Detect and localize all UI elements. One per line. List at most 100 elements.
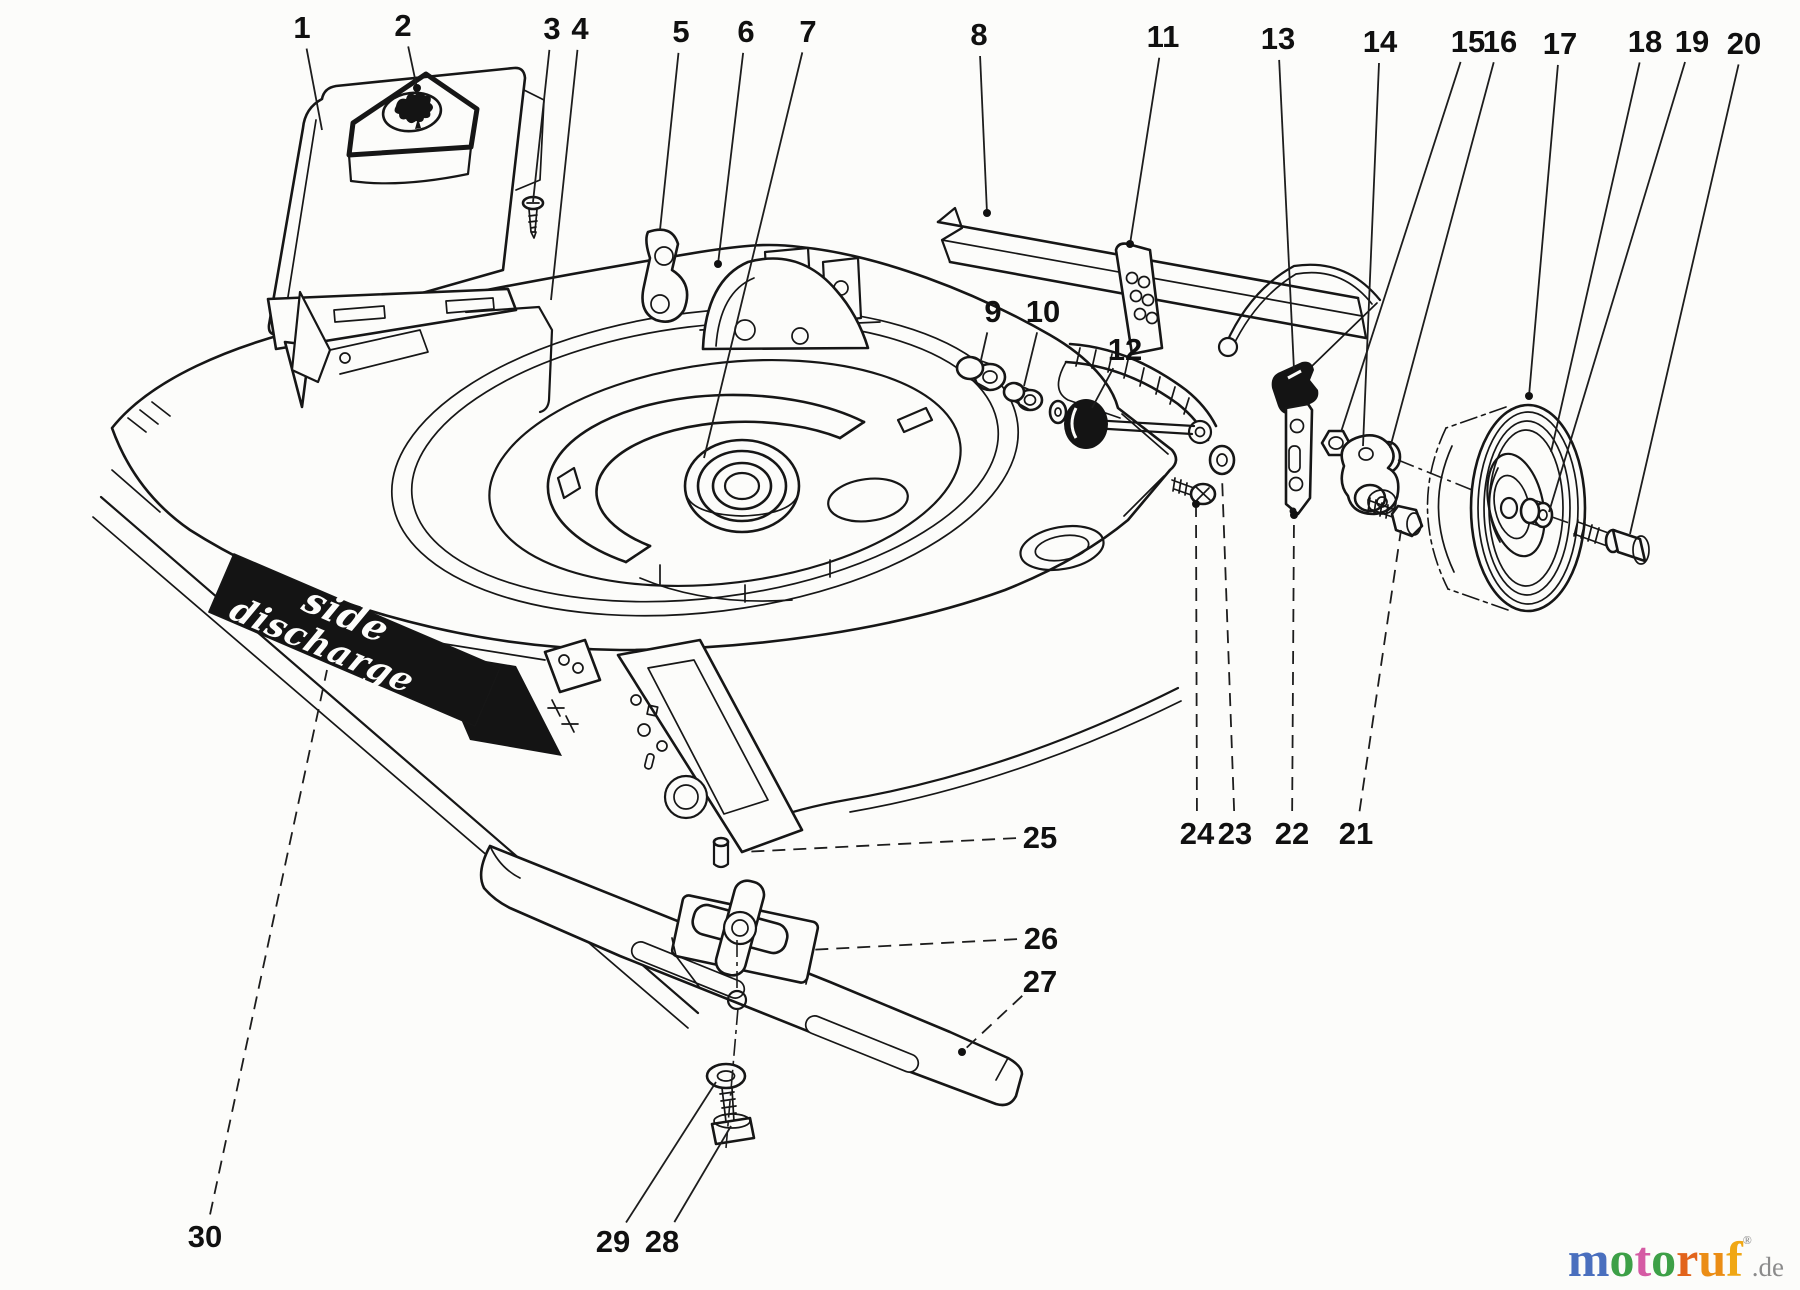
washer-23 — [1208, 444, 1236, 476]
leader-line-22 — [1291, 514, 1295, 812]
callout-28: 28 — [645, 1224, 679, 1259]
logo-word: motoruf — [1568, 1231, 1743, 1287]
callout-4: 4 — [571, 11, 589, 46]
blade-adapter-26 — [670, 879, 820, 989]
leader-line-8 — [979, 55, 988, 214]
frame-bracket-group — [543, 638, 804, 869]
emblem-shield — [346, 71, 480, 158]
callout-15: 15 — [1451, 24, 1485, 59]
leader-line-23 — [1221, 475, 1236, 812]
callout-2: 2 — [394, 8, 411, 43]
leader-line-21 — [1358, 529, 1402, 812]
callout-29: 29 — [596, 1224, 630, 1259]
callout-24: 24 — [1180, 816, 1215, 851]
leader-line-5 — [659, 52, 680, 231]
cover-screw — [521, 195, 545, 239]
blade-bolt-28 — [710, 1087, 756, 1146]
callout-7: 7 — [799, 14, 816, 49]
callout-18: 18 — [1628, 24, 1662, 59]
leader-line-9 — [980, 332, 989, 361]
leader-line-14 — [1362, 62, 1380, 447]
callout-26: 26 — [1024, 921, 1058, 956]
front-bracket-group — [641, 228, 870, 351]
leader-line-10 — [1023, 332, 1038, 387]
leader-line-18 — [1550, 62, 1641, 453]
callout-17: 17 — [1543, 26, 1577, 61]
callout-9: 9 — [984, 294, 1001, 329]
leader-dot-22 — [1290, 511, 1298, 519]
leader-line-29 — [625, 1081, 717, 1224]
callout-12: 12 — [1108, 332, 1142, 367]
leader-line-30 — [209, 669, 328, 1215]
logo-letter-t: t — [1634, 1231, 1652, 1287]
pivot-bolt-21 — [1367, 497, 1424, 538]
leader-dot-27 — [958, 1048, 966, 1056]
logo-letter-o: o — [1651, 1231, 1677, 1287]
arm-14 — [1340, 434, 1400, 516]
logo-letter-r: r — [1676, 1231, 1699, 1287]
callout-20: 20 — [1727, 26, 1761, 61]
leader-line-11 — [1129, 57, 1161, 245]
cover-flap — [266, 287, 518, 351]
site-logo: motoruf® .de — [1568, 1234, 1784, 1284]
callout-14: 14 — [1363, 24, 1398, 59]
leader-line-28 — [673, 1125, 732, 1223]
pin-25 — [712, 836, 730, 869]
callout-25: 25 — [1023, 820, 1057, 855]
logo-letter-m: m — [1567, 1231, 1610, 1287]
emblem-bird-icon — [394, 92, 433, 129]
decal-group: side discharge — [208, 553, 501, 727]
callout-10: 10 — [1026, 294, 1060, 329]
logo-letter-o: o — [1609, 1231, 1635, 1287]
cover-panel — [267, 66, 527, 336]
leader-line-24 — [1195, 503, 1198, 812]
leader-line-6 — [717, 52, 745, 265]
callout-3: 3 — [543, 11, 560, 46]
bracket-5 — [641, 228, 689, 323]
callout-5: 5 — [672, 14, 689, 49]
callout-30: 30 — [188, 1219, 222, 1254]
callout-23: 23 — [1218, 816, 1252, 851]
leader-line-1 — [305, 48, 323, 131]
logo-letter-f: f — [1726, 1231, 1743, 1287]
cam-13 — [1271, 361, 1319, 415]
leader-dot-2 — [413, 84, 421, 92]
leader-line-2 — [407, 46, 418, 89]
decal-plate — [209, 554, 500, 726]
callout-13: 13 — [1261, 21, 1295, 56]
blade-group — [479, 844, 1024, 1149]
callout-6: 6 — [737, 14, 754, 49]
belt-cover-6 — [701, 257, 870, 351]
logo-letter-u: u — [1698, 1231, 1727, 1287]
wheel-bolt-20 — [1573, 519, 1650, 565]
callout-27: 27 — [1023, 964, 1057, 999]
discharge-cover-group — [266, 66, 554, 414]
screw-24 — [1171, 477, 1217, 506]
logo-registered-mark: ® — [1742, 1233, 1752, 1247]
leader-line-25 — [741, 837, 1017, 853]
leader-line-19 — [1548, 61, 1686, 513]
washer-29 — [705, 1062, 747, 1090]
lever-plate-11 — [1114, 242, 1164, 356]
height-adjuster-group — [955, 242, 1503, 538]
bushing-9 — [955, 355, 1007, 392]
logo-suffix: .de — [1751, 1252, 1784, 1282]
leader-line-12 — [1091, 367, 1115, 409]
leader-line-16 — [1389, 62, 1495, 449]
callout-1: 1 — [293, 10, 310, 45]
leader-line-7 — [703, 52, 804, 459]
leader-line-20 — [1629, 64, 1740, 535]
callout-8: 8 — [970, 17, 987, 52]
callout-21: 21 — [1339, 816, 1373, 851]
blade-27 — [479, 844, 1024, 1107]
bushing-10 — [1002, 381, 1044, 412]
callout-19: 19 — [1675, 24, 1709, 59]
leader-line-4 — [550, 49, 579, 301]
leader-line-17 — [1528, 64, 1559, 397]
callout-16: 16 — [1483, 24, 1517, 59]
leader-dot-8 — [983, 209, 991, 217]
callout-11: 11 — [1147, 19, 1180, 54]
